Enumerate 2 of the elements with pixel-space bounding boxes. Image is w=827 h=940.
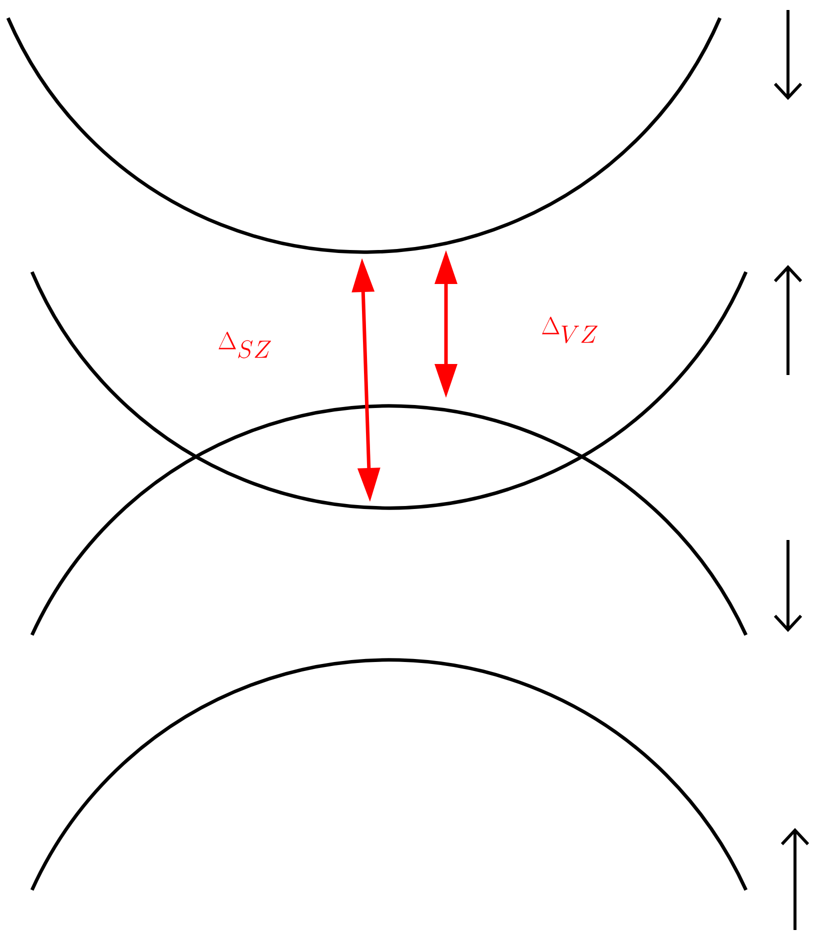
gap-label: $\Delta_{SZ}$ bbox=[218, 332, 272, 358]
gap-label: $\Delta_{VZ}$ bbox=[542, 316, 598, 344]
